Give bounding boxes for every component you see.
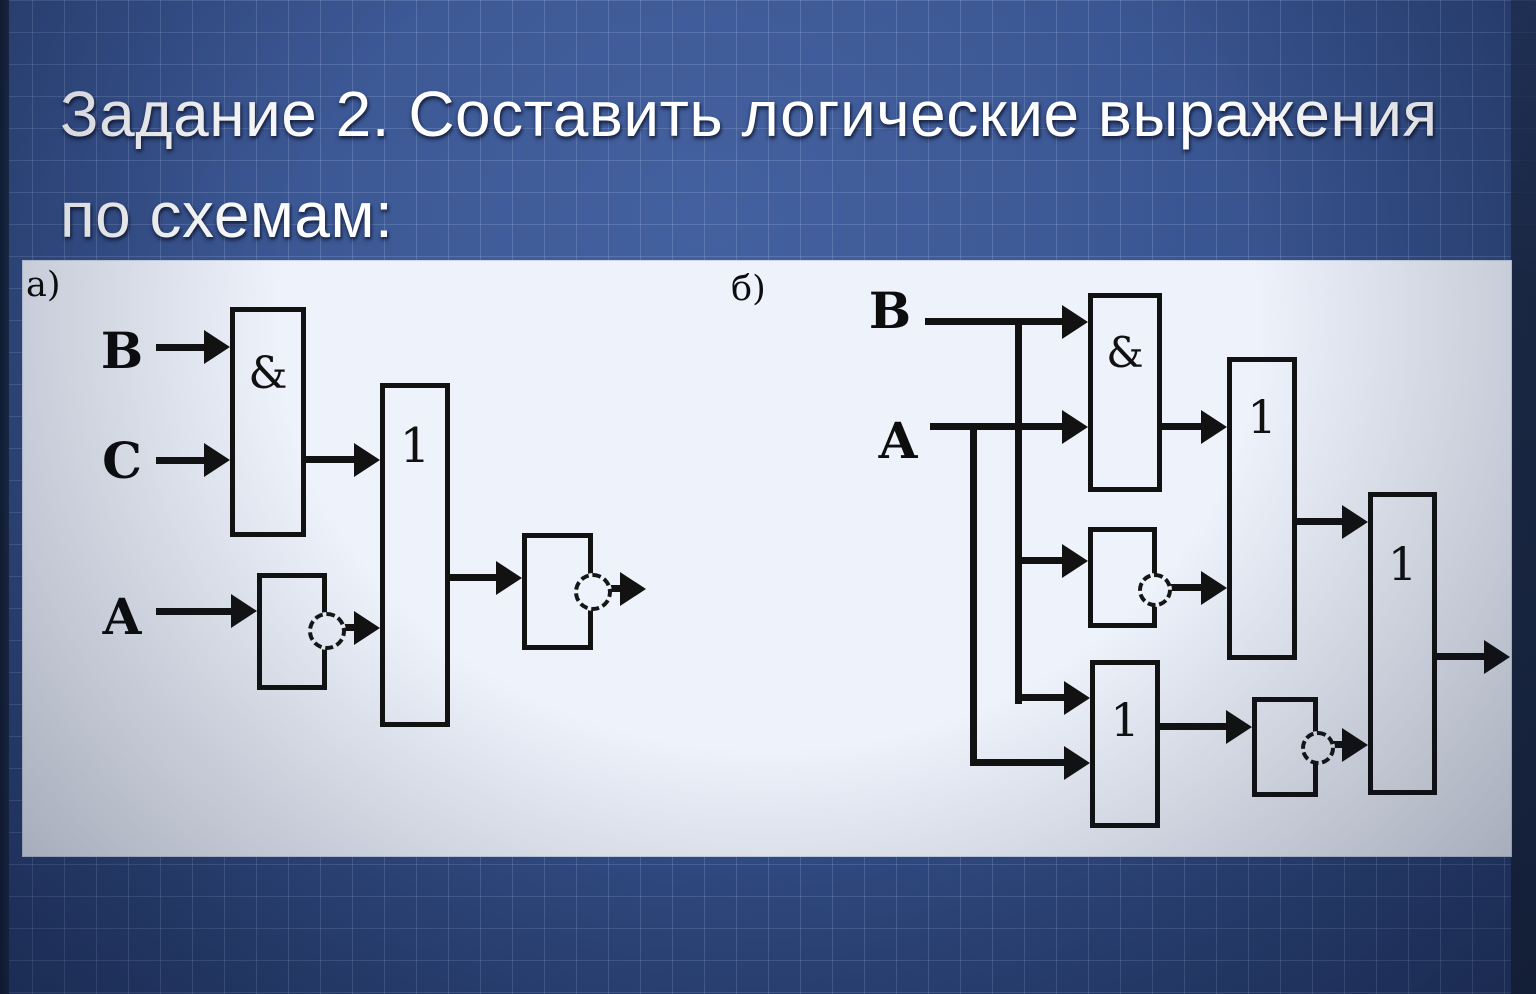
input-label-b-a: B (100, 321, 144, 380)
right-edge-shadow (1511, 0, 1536, 994)
wire-or-to-not2-a (450, 574, 500, 581)
arrow-c-to-and-a (204, 443, 230, 477)
not-bubble-a1 (308, 612, 346, 650)
slide-title-line2: по схемам: (60, 179, 394, 252)
arrow-or-to-not2-a (496, 561, 522, 595)
wire-or2-to-not2-b (1160, 723, 1229, 730)
wire-not2-to-or3-b (1333, 741, 1345, 748)
wire-not1-to-or-a (340, 624, 358, 631)
arrow-and-to-or1-b (1201, 410, 1227, 444)
wire-a-to-not1-a (156, 608, 235, 615)
arrow-b-to-and-a (204, 330, 230, 364)
or-gate-b3-symbol: 1 (1387, 537, 1418, 591)
and-gate-b: & (1088, 293, 1162, 492)
arrow-not2-to-or3-b (1342, 728, 1368, 762)
wire-not1-to-or1-b (1170, 584, 1204, 591)
slide-title: Задание 2. Составить логические выражени… (60, 64, 1480, 266)
wire-a-to-and-b (930, 423, 1065, 430)
or-gate-a: 1 (380, 383, 450, 727)
wire-b-to-and-a (156, 344, 208, 351)
arrow-a-to-not1-a (231, 594, 257, 628)
not-bubble-b2 (1301, 731, 1335, 765)
wire-or1-to-or3-b (1297, 518, 1345, 525)
arrow-output-b (1484, 640, 1510, 674)
input-label-a-a: A (102, 587, 142, 646)
and-gate-b-symbol: & (1106, 328, 1144, 377)
wire-or3-output-b (1437, 653, 1487, 660)
diagram-b-label: б) (731, 269, 766, 309)
wire-b-to-not1-b (1015, 557, 1065, 564)
wire-and-to-or1-b (1162, 423, 1204, 430)
input-label-c-a: C (102, 431, 142, 490)
diagram-a-label: а) (26, 265, 61, 305)
not-bubble-a2 (574, 573, 612, 611)
or-gate-b1: 1 (1227, 357, 1297, 660)
arrow-or2-to-not2-b (1226, 710, 1252, 744)
wire-c-to-and-a (156, 457, 208, 464)
arrow-b-to-and-b (1062, 305, 1088, 339)
wire-a-to-or2-b (970, 759, 1067, 766)
arrow-output-a (620, 572, 646, 606)
wire-a-branch-vertical (970, 423, 977, 766)
or-gate-b3: 1 (1368, 492, 1437, 795)
arrow-or1-to-or3-b (1342, 505, 1368, 539)
wire-not2-output-a (608, 585, 624, 592)
wire-b-branch-vertical (1015, 318, 1022, 704)
and-gate-a: & (230, 307, 306, 537)
wire-and-to-or-a (306, 456, 358, 463)
arrow-b-to-not1-b (1062, 544, 1088, 578)
input-label-a-b: A (878, 411, 918, 470)
and-gate-a-symbol: & (248, 348, 288, 399)
left-edge-shadow (0, 0, 9, 994)
or-gate-b1-symbol: 1 (1247, 390, 1277, 444)
wire-b-to-or2-b (1015, 694, 1067, 701)
input-label-b-b: B (868, 281, 912, 340)
or-gate-b2-symbol: 1 (1110, 693, 1140, 747)
or-gate-b2: 1 (1090, 660, 1160, 828)
arrow-not1-to-or-a (354, 611, 380, 645)
not-bubble-b1 (1138, 573, 1172, 607)
or-gate-a-symbol: 1 (399, 418, 431, 474)
arrow-a-to-or2-b (1064, 746, 1090, 780)
arrow-and-to-or-a (354, 443, 380, 477)
arrow-b-to-or2-b (1064, 681, 1090, 715)
slide-title-line1: Задание 2. Составить логические выражени… (60, 78, 1438, 150)
arrow-a-to-and-b (1062, 410, 1088, 444)
arrow-not1-to-or1-b (1201, 571, 1227, 605)
wire-b-to-and-b (925, 318, 1065, 325)
